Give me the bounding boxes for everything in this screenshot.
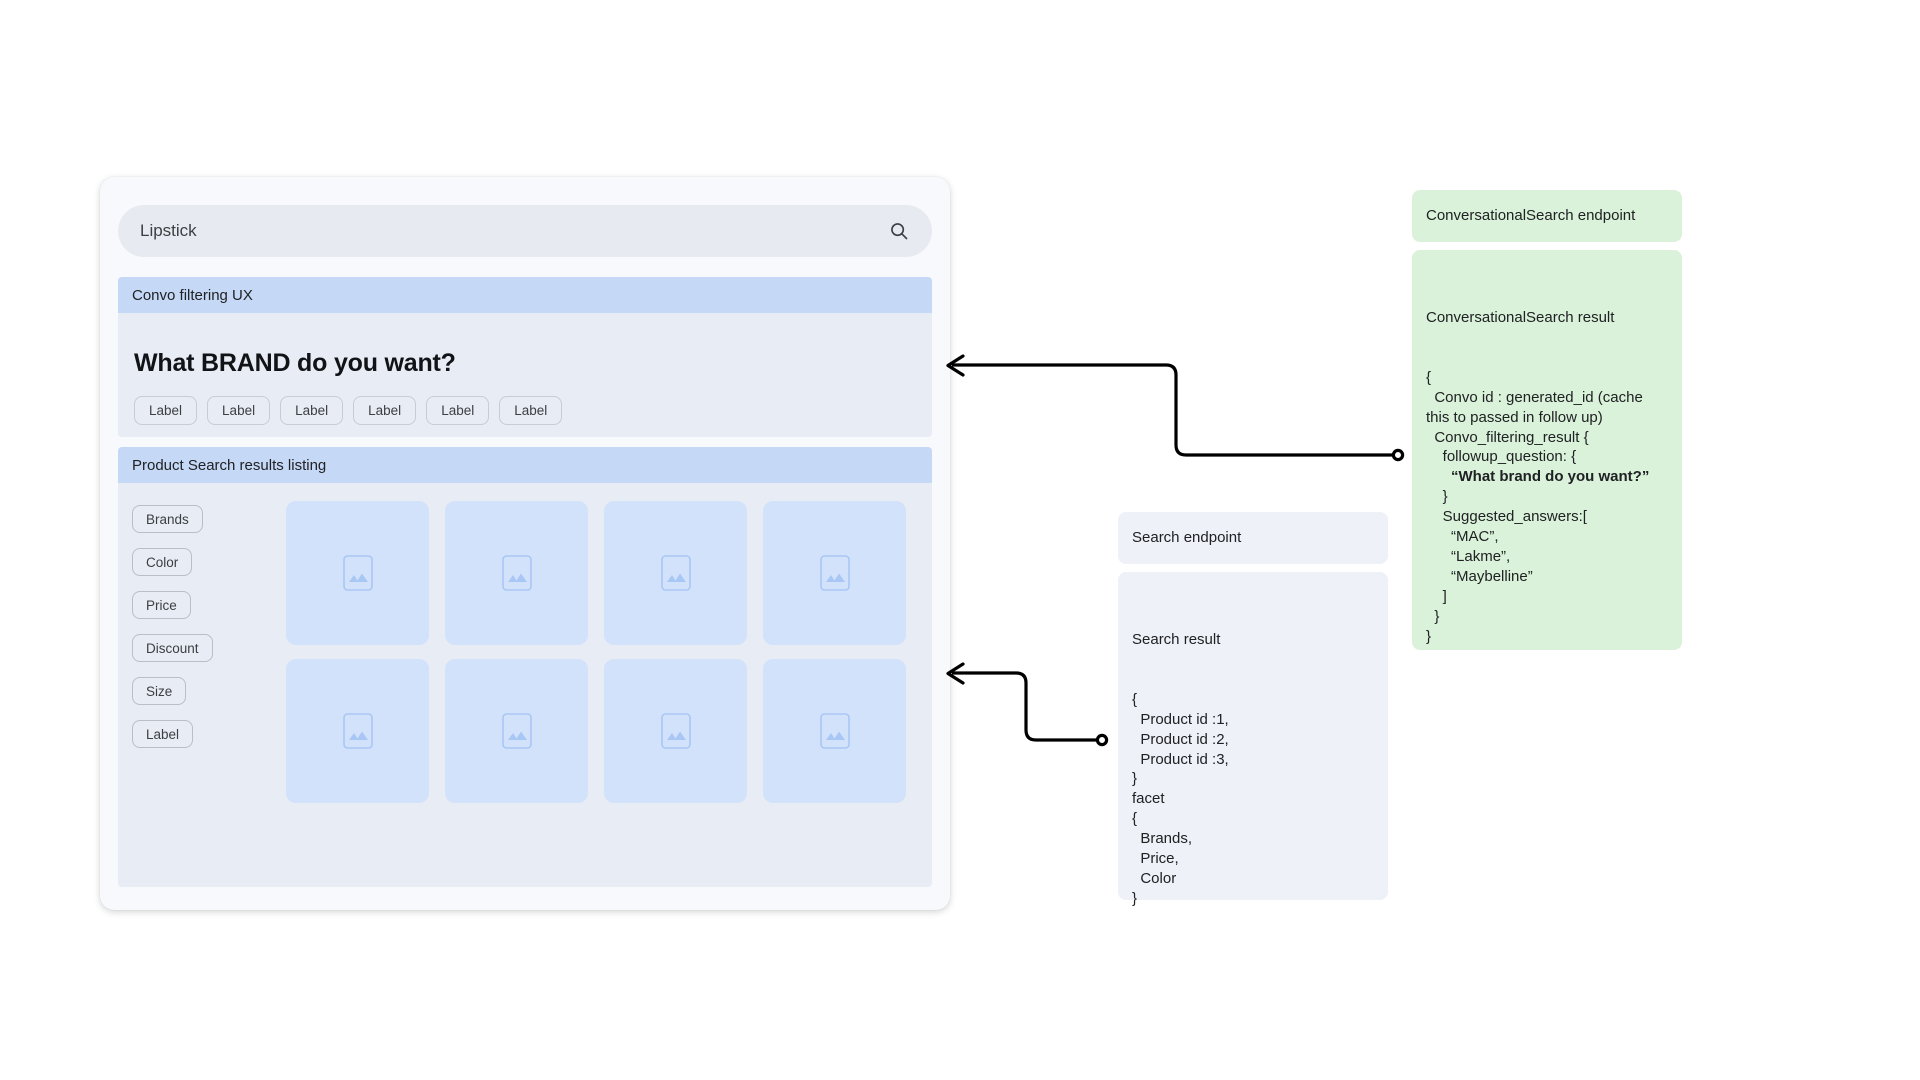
facet-chip-size[interactable]: Size <box>132 677 187 705</box>
code-line: { <box>1132 810 1138 828</box>
facet-chip-color[interactable]: Color <box>132 548 193 576</box>
arrowhead-icon <box>946 354 965 377</box>
suggested-answer-chip[interactable]: Label <box>134 396 198 425</box>
product-card[interactable] <box>286 659 429 803</box>
results-section-title: Product Search results listing <box>132 456 327 474</box>
code-line: “MAC”, <box>1426 528 1499 546</box>
code-line: “Lakme”, <box>1426 548 1511 566</box>
code-line: } <box>1426 488 1448 506</box>
image-placeholder-icon <box>342 713 373 749</box>
search-connector <box>946 662 1109 747</box>
search-icon[interactable] <box>888 220 910 242</box>
facet-chip-discount[interactable]: Discount <box>132 634 213 662</box>
code-line: { <box>1132 690 1138 708</box>
arrowhead-icon <box>946 662 965 685</box>
code-line: } <box>1132 890 1138 908</box>
image-placeholder-icon <box>501 713 532 749</box>
conversational-search-endpoint-text: ConversationalSearch endpoint <box>1426 207 1636 225</box>
suggested-answer-chip[interactable]: Label <box>499 396 563 425</box>
conversational-search-result-body: { Convo id : generated_id (cache this to… <box>1426 368 1668 647</box>
image-placeholder-icon <box>660 555 691 591</box>
code-line: Convo id : generated_id (cache this to p… <box>1426 388 1647 426</box>
code-line: } <box>1426 607 1440 625</box>
conversational-search-result-panel: ConversationalSearch result { Convo id :… <box>1412 250 1682 650</box>
product-card[interactable] <box>763 659 906 803</box>
facet-chip-brands[interactable]: Brands <box>132 505 203 533</box>
results-section-header: Product Search results listing <box>118 447 932 483</box>
convo-filtering-ux: Convo filtering UX What BRAND do you wan… <box>118 277 932 437</box>
mockup-card: Lipstick Convo filtering UX What BRAND d… <box>100 177 950 910</box>
search-result-panel: Search result { Product id :1, Product i… <box>1118 572 1388 907</box>
code-line: } <box>1426 627 1432 645</box>
connector-endpoint-dot <box>1391 448 1405 462</box>
conversational-search-endpoint-label: ConversationalSearch endpoint <box>1412 190 1682 242</box>
code-line: ] <box>1426 588 1447 605</box>
facet-chip-label[interactable]: Label <box>132 720 194 748</box>
product-card[interactable] <box>286 501 429 645</box>
conversational-search-result-title: ConversationalSearch result <box>1426 308 1615 326</box>
search-endpoint-label: Search endpoint <box>1118 512 1388 564</box>
suggested-answer-chip[interactable]: Label <box>207 396 271 425</box>
image-placeholder-icon <box>342 555 373 591</box>
search-bar[interactable]: Lipstick <box>118 205 932 257</box>
product-card[interactable] <box>445 659 588 803</box>
suggested-answer-chip[interactable]: Label <box>426 396 490 425</box>
code-line: } <box>1132 770 1138 788</box>
code-line: Suggested_answers:[ <box>1426 508 1587 526</box>
code-line: Price, <box>1132 850 1179 868</box>
product-card[interactable] <box>763 501 906 645</box>
product-card[interactable] <box>604 659 747 803</box>
search-input[interactable]: Lipstick <box>140 221 197 240</box>
product-card[interactable] <box>445 501 588 645</box>
code-line: Product id :2, <box>1132 730 1229 748</box>
image-placeholder-icon <box>660 713 691 749</box>
search-result-title: Search result <box>1132 630 1221 648</box>
suggested-answer-chip[interactable]: Label <box>353 396 417 425</box>
code-line: Convo_filtering_result { <box>1426 428 1589 446</box>
code-line: followup_question: { <box>1426 448 1577 466</box>
code-line: { <box>1426 368 1432 386</box>
image-placeholder-icon <box>819 713 850 749</box>
product-card[interactable] <box>604 501 747 645</box>
facet-chip-price[interactable]: Price <box>132 591 191 619</box>
highlighted-code-line: “What brand do you want?” <box>1426 468 1650 486</box>
image-placeholder-icon <box>501 555 532 591</box>
code-line: Brands, <box>1132 830 1193 848</box>
convo-section-title: Convo filtering UX <box>132 286 253 304</box>
code-line: Product id :3, <box>1132 750 1229 768</box>
convo-section-header: Convo filtering UX <box>118 277 932 313</box>
connector-endpoint-dot <box>1095 733 1109 747</box>
search-endpoint-text: Search endpoint <box>1132 529 1242 547</box>
code-line: Product id :1, <box>1132 710 1229 728</box>
followup-question: What BRAND do you want? <box>134 349 456 377</box>
code-line: “Maybelline” <box>1426 568 1533 586</box>
product-grid <box>286 501 918 803</box>
image-placeholder-icon <box>819 555 850 591</box>
code-line: Color <box>1132 870 1177 888</box>
suggested-answer-chip[interactable]: Label <box>280 396 344 425</box>
suggested-answer-chips: Label Label Label Label Label Label <box>134 396 563 425</box>
code-line: facet <box>1132 790 1165 808</box>
conversational-search-connector <box>946 354 1405 462</box>
search-result-body: { Product id :1, Product id :2, Product … <box>1132 690 1374 909</box>
